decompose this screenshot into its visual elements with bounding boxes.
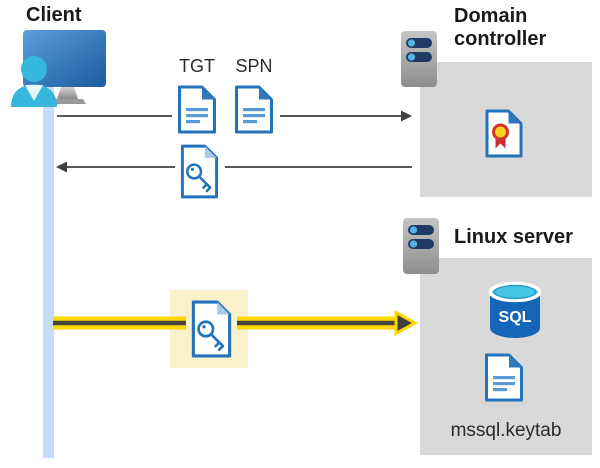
- client-label: Client: [26, 4, 82, 26]
- monitor-stand: [57, 87, 78, 99]
- tgt-label: TGT: [179, 56, 215, 76]
- person-head: [21, 56, 47, 82]
- person-collar: [25, 85, 43, 101]
- domain-controller-label: Domain controller: [454, 5, 547, 50]
- domain-controller-server-icon: [401, 31, 437, 87]
- client-timeline-bar: [43, 84, 54, 458]
- keytab-filename-label: mssql.keytab: [450, 420, 562, 441]
- sql-badge-text: SQL: [499, 309, 532, 326]
- response-arrow-left: [56, 161, 412, 173]
- request-arrow-right: [57, 110, 412, 122]
- monitor-base: [49, 99, 86, 104]
- keytab-key-ticket-icon: [191, 300, 232, 358]
- sql-database-icon: SQL: [488, 281, 542, 338]
- linux-server-icon: [403, 218, 439, 274]
- keytab-auth-arrow: [53, 309, 419, 337]
- tgt-document-icon: [178, 85, 216, 134]
- service-ticket-key-icon: [180, 144, 219, 199]
- client-workstation-icon: [11, 30, 106, 107]
- keytab-document-icon: [485, 353, 523, 402]
- linux-server-label: Linux server: [454, 226, 573, 248]
- spn-document-icon: [235, 85, 273, 134]
- spn-label: SPN: [235, 56, 273, 76]
- certificate-icon: [485, 109, 523, 158]
